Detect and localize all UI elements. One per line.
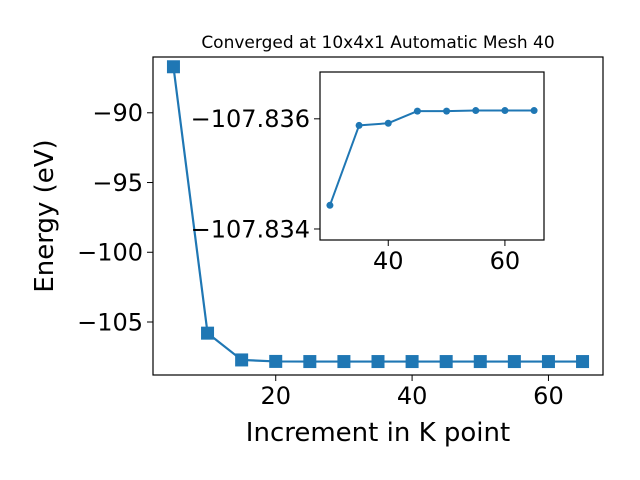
y-tick-label: −107.834 (191, 215, 310, 243)
series-line (328, 109, 535, 206)
data-point (530, 107, 538, 115)
data-point (269, 354, 283, 368)
data-point (576, 355, 590, 369)
x-tick-label: 40 (373, 247, 404, 275)
x-tick-label: 60 (490, 247, 521, 275)
data-point (473, 355, 487, 369)
data-point (201, 326, 215, 340)
x-tick-label: 60 (533, 382, 564, 410)
data-point (355, 121, 363, 129)
data-point (439, 355, 453, 369)
data-point (413, 107, 421, 115)
main-plot-frame (152, 56, 604, 376)
x-axis-label: Increment in K point (246, 418, 510, 448)
data-point (472, 107, 480, 115)
x-tick-label: 40 (397, 382, 428, 410)
data-point (235, 353, 249, 367)
inset-ticks: 40 60 −107.836 −107.834 (191, 105, 521, 275)
main-axes: Converged at 10x4x1 Automatic Mesh 40 20… (30, 33, 604, 448)
data-point (443, 107, 451, 115)
y-tick-label: −95 (92, 169, 143, 197)
data-point (303, 355, 317, 369)
y-axis-label: Energy (eV) (30, 139, 60, 292)
data-point (326, 201, 334, 209)
y-tick-label: −90 (92, 99, 143, 127)
data-point (405, 355, 419, 369)
data-point (541, 355, 555, 369)
y-tick-label: −100 (77, 239, 143, 267)
data-point (507, 355, 521, 369)
main-series (166, 60, 590, 369)
data-point (166, 60, 180, 74)
data-point (501, 107, 509, 115)
y-tick-label: −107.836 (191, 105, 310, 133)
main-ticks: 20 40 60 −90 −95 −100 −105 (77, 99, 564, 410)
inset-axes: 40 60 −107.836 −107.834 (191, 71, 545, 275)
data-point (384, 119, 392, 127)
y-tick-label: −105 (77, 308, 143, 336)
x-tick-label: 20 (260, 382, 291, 410)
inset-background (320, 72, 544, 240)
inset-plot-frame (319, 71, 545, 241)
chart-title: Converged at 10x4x1 Automatic Mesh 40 (201, 33, 554, 53)
inset-series (326, 107, 538, 209)
data-point (337, 355, 351, 369)
data-point (371, 355, 385, 369)
